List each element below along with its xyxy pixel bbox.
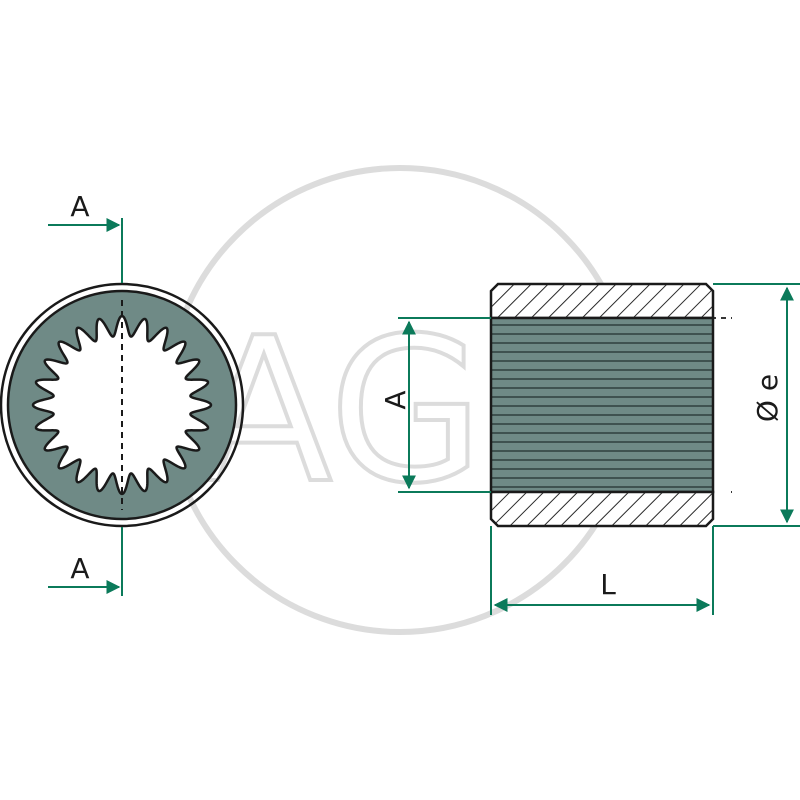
section-label-bottom: A <box>70 552 89 585</box>
spline-core <box>489 316 715 494</box>
bushing-outer-ring <box>0 282 245 528</box>
hatched-wall-top <box>489 282 715 320</box>
dim-length-label: L <box>600 568 616 601</box>
section-view: A Ø e L <box>379 282 800 615</box>
end-view: A A <box>0 190 245 596</box>
hatched-wall-bottom <box>489 490 715 528</box>
dim-outer-label: Ø e <box>751 374 784 422</box>
dim-inner-label: A <box>379 390 412 409</box>
section-label-top: A <box>70 190 89 223</box>
